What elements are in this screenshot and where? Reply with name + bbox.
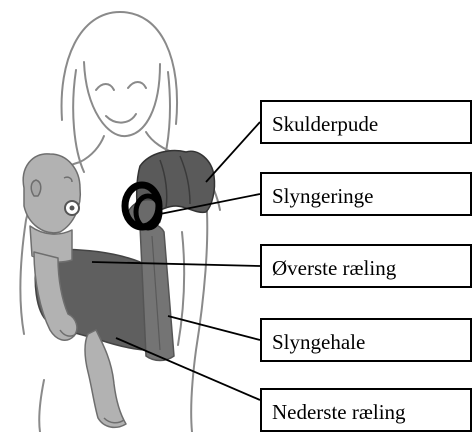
leader-slyngehale	[168, 316, 260, 340]
adult-hair-strand-left	[73, 70, 84, 172]
adult-eye-left	[96, 84, 114, 90]
adult-face-outline	[84, 62, 160, 136]
label-slyngeringe: Slyngeringe	[260, 172, 472, 216]
adult-neck-left	[80, 136, 104, 162]
adult-arm-right	[178, 232, 184, 345]
baby-ear	[31, 180, 41, 196]
label-overste-raeling: Øverste ræling	[260, 244, 472, 288]
adult-eye-right	[128, 82, 146, 88]
adult-mouth	[106, 114, 136, 123]
label-skulderpude: Skulderpude	[260, 100, 472, 144]
pacifier-button	[70, 206, 75, 211]
sling-tail	[140, 224, 174, 361]
leader-nederste-raeling	[116, 338, 260, 400]
label-nederste-raeling: Nederste ræling	[260, 388, 472, 432]
adult-torso-left	[39, 380, 44, 432]
leader-skulderpude	[206, 122, 260, 182]
adult-torso-right	[191, 196, 207, 432]
label-slyngehale: Slyngehale	[260, 318, 472, 362]
